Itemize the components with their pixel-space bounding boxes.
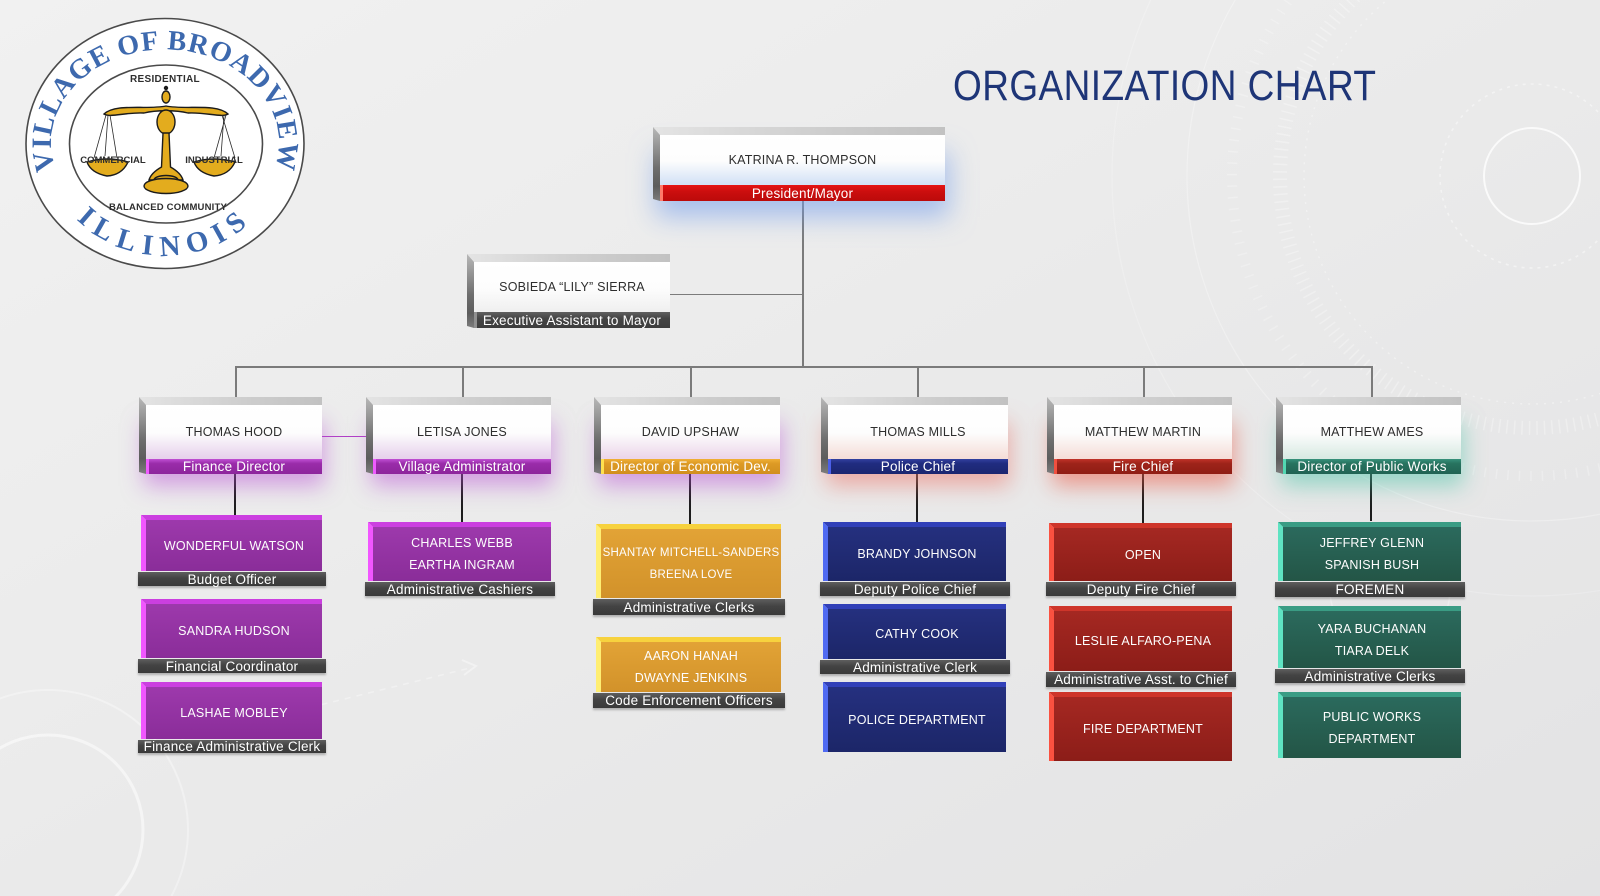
svg-text:BALANCED COMMUNITY: BALANCED COMMUNITY: [109, 202, 228, 213]
svg-text:INDUSTRIAL: INDUSTRIAL: [185, 155, 243, 166]
svg-text:RESIDENTIAL: RESIDENTIAL: [130, 74, 200, 85]
svg-text:COMMERCIAL: COMMERCIAL: [80, 155, 146, 166]
